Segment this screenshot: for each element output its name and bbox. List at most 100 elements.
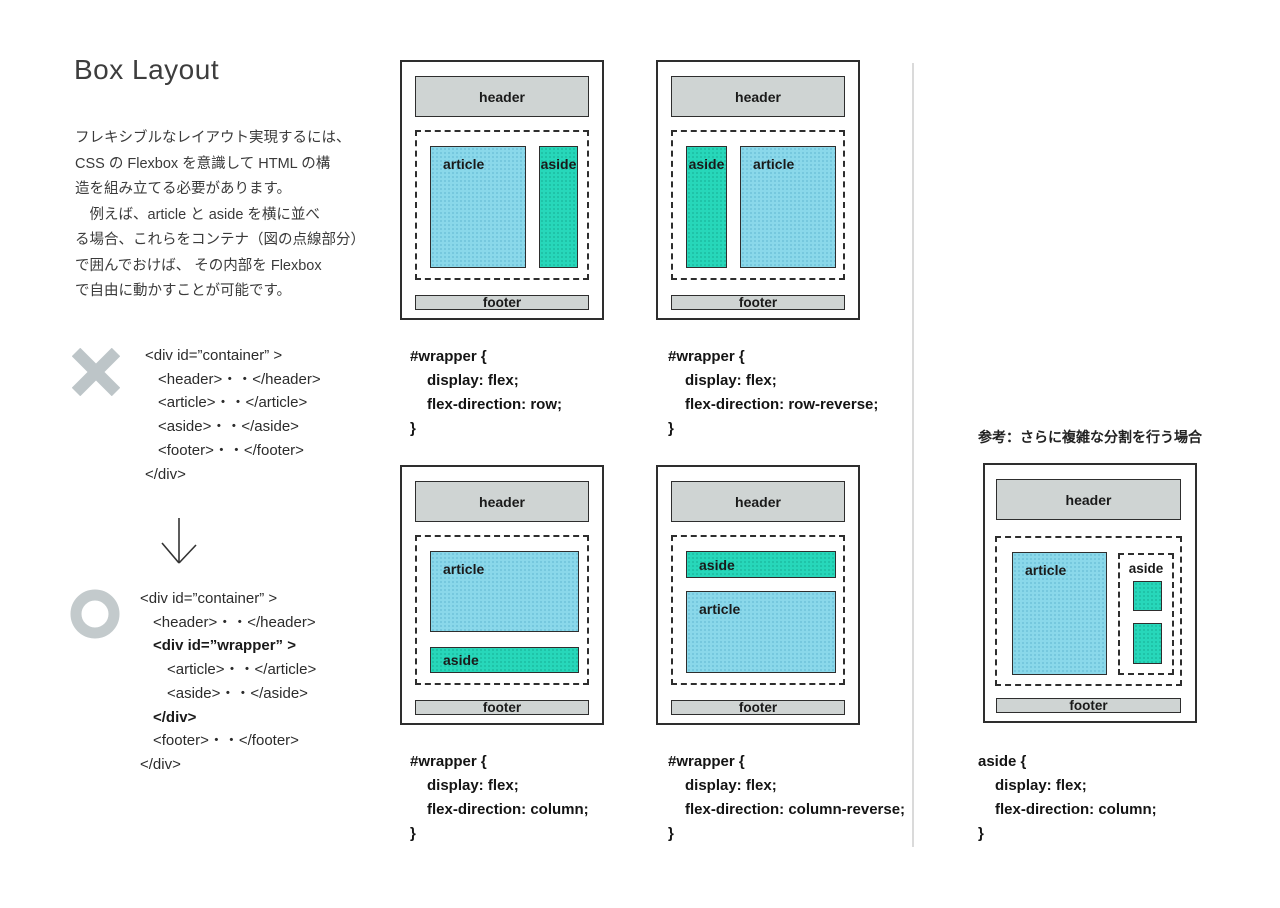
footer-box: footer <box>996 698 1181 713</box>
css-line: flex-direction: row-reverse; <box>685 396 879 413</box>
header-box: header <box>415 481 589 522</box>
code-line: </div> <box>153 708 197 726</box>
aside-label: aside <box>688 156 725 172</box>
header-label: header <box>479 493 525 510</box>
vertical-divider <box>912 63 914 847</box>
css-line: flex-direction: column; <box>427 801 589 818</box>
intro-line: で囲んでおけば、 その内部を Flexbox <box>75 257 322 274</box>
footer-box: footer <box>415 700 589 715</box>
intro-line: フレキシブルなレイアウト実現するには、 <box>75 130 351 146</box>
code-line: <div id=”container” > <box>140 590 278 607</box>
css-line: display: flex; <box>427 777 519 794</box>
aside-box: aside <box>430 647 579 673</box>
arrow-down-icon <box>161 518 197 564</box>
wrapper-box: article aside <box>415 130 589 280</box>
footer-label: footer <box>482 700 522 715</box>
article-label: article <box>753 156 795 172</box>
code-line: <article>・・</article> <box>167 661 317 679</box>
article-box: article <box>1012 552 1107 675</box>
aside-label: aside <box>1128 561 1164 576</box>
css-line: display: flex; <box>995 777 1087 794</box>
css-line: } <box>410 825 416 842</box>
diagram-flex-column: header article aside footer <box>400 465 604 725</box>
header-label: header <box>1065 491 1112 508</box>
code-line: <header>・・</header> <box>153 613 316 631</box>
article-box: article <box>430 551 579 632</box>
article-label: article <box>1025 562 1067 578</box>
css-snippet-row: #wrapper { display: flex; flex-direction… <box>410 345 562 441</box>
wrapper-box: aside article <box>671 535 845 685</box>
aside-box: aside <box>686 551 836 578</box>
footer-label: footer <box>1069 698 1108 713</box>
footer-label: footer <box>738 700 778 715</box>
reference-note: 参考：さらに複雑な分割を行う場合 <box>978 429 1202 445</box>
circle-icon <box>70 589 120 639</box>
cross-icon <box>72 348 120 396</box>
footer-box: footer <box>671 295 845 310</box>
css-line: #wrapper { <box>668 348 745 365</box>
css-line: display: flex; <box>685 777 777 794</box>
footer-label: footer <box>738 295 778 310</box>
intro-line: CSS の Flexbox を意識して HTML の構 <box>75 155 331 172</box>
article-box: article <box>686 591 836 673</box>
intro-paragraph: フレキシブルなレイアウト実現するには、 CSS の Flexbox を意識して … <box>75 126 365 305</box>
css-line: display: flex; <box>427 372 519 389</box>
aside-label: aside <box>443 652 479 668</box>
code-line: <aside>・・</aside> <box>167 684 308 702</box>
article-label: article <box>443 561 485 577</box>
wrapper-box: aside article <box>671 130 845 280</box>
diagram-flex-row: header article aside footer <box>400 60 604 320</box>
header-box: header <box>996 479 1181 520</box>
intro-line: 例えば、article と aside を横に並べ <box>75 206 320 223</box>
header-label: header <box>479 88 525 105</box>
code-line: <div id=”container” > <box>145 347 283 364</box>
css-snippet-row-reverse: #wrapper { display: flex; flex-direction… <box>668 345 878 441</box>
bad-html-snippet: <div id=”container” > <header>・・</header… <box>145 344 321 486</box>
css-line: #wrapper { <box>668 753 745 770</box>
header-box: header <box>415 76 589 117</box>
code-line: <footer>・・</footer> <box>153 732 299 750</box>
aside-child-box <box>1133 581 1162 611</box>
header-label: header <box>735 88 781 105</box>
footer-box: footer <box>415 295 589 310</box>
intro-line: 造を組み立てる必要があります。 <box>75 181 292 197</box>
css-line: } <box>668 825 674 842</box>
css-line: aside { <box>978 753 1027 770</box>
aside-child-box <box>1133 623 1162 664</box>
aside-box: aside <box>539 146 578 268</box>
intro-line: る場合、これらをコンテナ（図の点線部分） <box>75 232 365 248</box>
aside-label: aside <box>540 156 577 172</box>
wrapper-box: article aside <box>995 536 1182 686</box>
article-box: article <box>430 146 526 268</box>
footer-box: footer <box>671 700 845 715</box>
code-line: </div> <box>140 755 181 773</box>
css-line: #wrapper { <box>410 348 487 365</box>
intro-line: で自由に動かすことが可能です。 <box>75 283 292 299</box>
css-line: flex-direction: column-reverse; <box>685 801 906 818</box>
code-line: <article>・・</article> <box>158 394 308 412</box>
code-line: <header>・・</header> <box>158 370 321 388</box>
css-line: } <box>668 420 674 437</box>
css-snippet-column-reverse: #wrapper { display: flex; flex-direction… <box>668 750 905 846</box>
header-box: header <box>671 76 845 117</box>
diagram-flex-column-reverse: header aside article footer <box>656 465 860 725</box>
css-line: } <box>410 420 416 437</box>
diagram-flex-row-reverse: header aside article footer <box>656 60 860 320</box>
code-line: </div> <box>145 465 186 483</box>
article-box: article <box>740 146 836 268</box>
code-line: <footer>・・</footer> <box>158 441 304 459</box>
css-line: #wrapper { <box>410 753 487 770</box>
header-label: header <box>735 493 781 510</box>
css-line: flex-direction: column; <box>995 801 1157 818</box>
css-line: flex-direction: row; <box>427 396 563 413</box>
good-html-snippet: <div id=”container” > <header>・・</header… <box>140 587 316 777</box>
article-label: article <box>443 156 485 172</box>
css-snippet-aside-column: aside { display: flex; flex-direction: c… <box>978 750 1157 846</box>
css-line: display: flex; <box>685 372 777 389</box>
footer-label: footer <box>482 295 522 310</box>
diagram-complex-split: header article aside footer <box>983 463 1197 723</box>
aside-box: aside <box>686 146 727 268</box>
wrapper-box: article aside <box>415 535 589 685</box>
aside-flex-container: aside <box>1118 553 1174 675</box>
article-label: article <box>699 601 741 617</box>
